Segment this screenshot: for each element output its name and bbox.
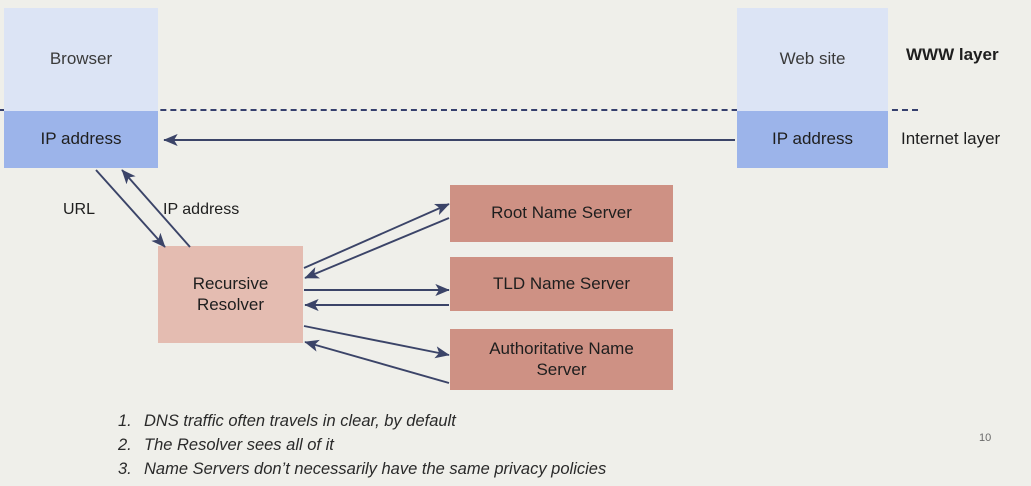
node-recursive-resolver-label: Recursive Resolver bbox=[193, 274, 269, 314]
node-root-name-server-label: Root Name Server bbox=[491, 203, 632, 223]
note-number: 2. bbox=[118, 436, 132, 454]
node-authoritative-name-server[interactable]: Authoritative Name Server bbox=[450, 329, 673, 390]
node-authoritative-name-server-label-line1: Authoritative Name bbox=[489, 339, 634, 359]
label-www-layer: WWW layer bbox=[906, 45, 999, 64]
notes-list: 1. DNS traffic often travels in clear, b… bbox=[118, 412, 918, 484]
edge-label-url: URL bbox=[63, 201, 96, 218]
arrow-resolver-to-authoritative-ns bbox=[303, 325, 450, 359]
note-number: 3. bbox=[118, 460, 132, 478]
arrow-resolver-to-root-ns bbox=[303, 203, 450, 269]
edge-label-ip-address: IP address bbox=[163, 201, 240, 218]
node-ip-address-server-label: IP address bbox=[772, 129, 853, 149]
node-browser[interactable]: Browser bbox=[4, 8, 158, 111]
node-ip-address-server[interactable]: IP address bbox=[737, 111, 888, 168]
arrow-root-ns-to-resolver bbox=[304, 217, 450, 279]
node-browser-label: Browser bbox=[49, 49, 113, 69]
node-authoritative-name-server-label-line2: Server bbox=[536, 359, 587, 379]
node-recursive-resolver[interactable]: Recursive Resolver bbox=[158, 246, 303, 343]
node-website[interactable]: Web site bbox=[737, 8, 888, 111]
note-text: Name Servers don’t necessarily have the … bbox=[144, 460, 607, 478]
node-website-label: Web site bbox=[779, 49, 846, 69]
note-item: 1. DNS traffic often travels in clear, b… bbox=[118, 412, 918, 436]
arrow-authoritative-ns-to-resolver bbox=[304, 339, 450, 384]
node-ip-address-client-label: IP address bbox=[40, 129, 122, 149]
label-internet-layer: Internet layer bbox=[901, 129, 1001, 148]
node-tld-name-server-label: TLD Name Server bbox=[493, 273, 630, 293]
node-ip-address-client[interactable]: IP address bbox=[4, 111, 158, 168]
note-number: 1. bbox=[118, 412, 132, 430]
node-recursive-resolver-label-line1: Recursive bbox=[192, 274, 269, 294]
note-text: DNS traffic often travels in clear, by d… bbox=[144, 412, 456, 430]
note-item: 3. Name Servers don’t necessarily have t… bbox=[118, 460, 918, 484]
note-text: The Resolver sees all of it bbox=[144, 436, 334, 454]
arrow-client-to-resolver-url bbox=[95, 169, 166, 248]
node-recursive-resolver-label-line2: Resolver bbox=[196, 294, 265, 314]
node-root-name-server[interactable]: Root Name Server bbox=[450, 185, 673, 242]
layer-divider-dashed-line bbox=[0, 109, 918, 111]
node-authoritative-name-server-label: Authoritative Name Server bbox=[489, 339, 634, 379]
page-number: 10 bbox=[979, 432, 992, 444]
note-item: 2. The Resolver sees all of it bbox=[118, 436, 918, 460]
node-tld-name-server[interactable]: TLD Name Server bbox=[450, 257, 673, 311]
